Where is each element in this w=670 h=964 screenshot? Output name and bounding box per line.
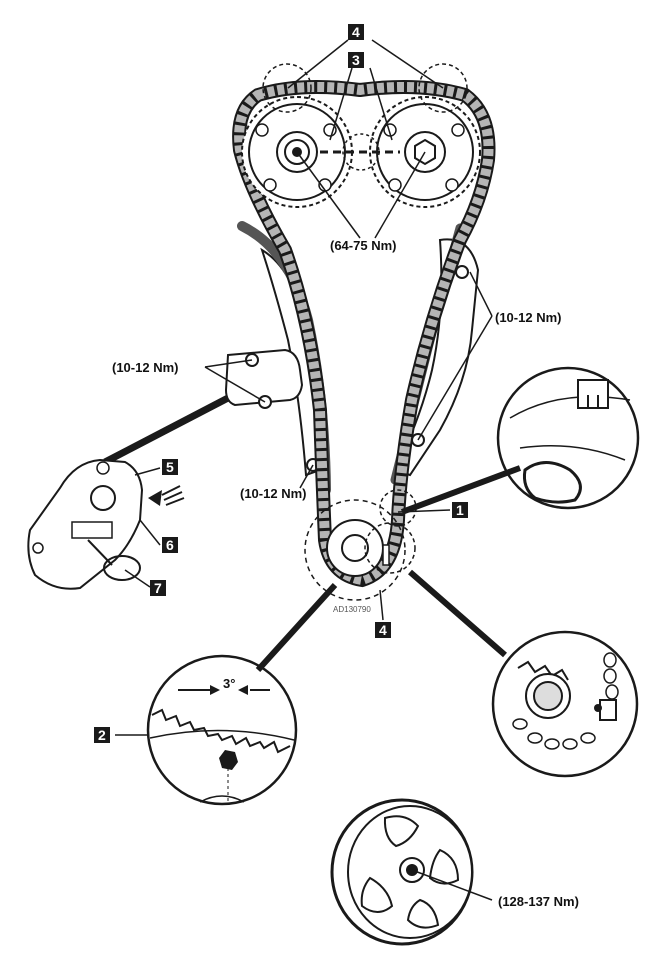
svg-text:2: 2 (98, 727, 106, 743)
svg-text:6: 6 (166, 537, 174, 553)
detail-crank-marking (496, 366, 640, 510)
camshaft-alignment-marks (320, 133, 400, 171)
detail-sprocket-angle (146, 654, 298, 806)
detail-crank-chain (491, 630, 639, 778)
callout-2: 2 (94, 727, 110, 743)
svg-text:1: 1 (456, 502, 464, 518)
torque-label-tensioner: (10-12 Nm) (112, 360, 178, 375)
callout-6: 6 (162, 537, 178, 553)
callout-3: 3 (348, 52, 364, 68)
chain-link-mark-left (262, 63, 312, 113)
torque-label-camshaft: (64-75 Nm) (330, 238, 396, 253)
chain-tensioner-mounted (224, 348, 304, 409)
callout-4-top: 4 (348, 24, 364, 40)
callout-7: 7 (150, 580, 166, 596)
svg-text:7: 7 (154, 580, 162, 596)
detail-leader-bottom-right (408, 569, 507, 658)
detail-leader-top-right (400, 465, 522, 515)
angle-label: 3° (223, 676, 235, 691)
callout-1: 1 (452, 502, 468, 518)
crankshaft-sprocket (304, 499, 416, 601)
direction-arrow-icon (148, 485, 185, 506)
torque-label-right-guide: (10-12 Nm) (495, 310, 561, 325)
torque-label-left-guide: (10-12 Nm) (240, 486, 306, 501)
callout-5: 5 (162, 459, 178, 475)
torque-leader-lines (115, 39, 493, 901)
tensioner-leader-line (103, 394, 230, 466)
svg-text:5: 5 (166, 459, 174, 475)
chain-tensioner-detail (27, 458, 144, 590)
timing-chain (232, 79, 496, 588)
detail-leader-bottom-left (255, 582, 338, 673)
torque-label-pulley: (128-137 Nm) (498, 894, 579, 909)
svg-text:4: 4 (352, 24, 360, 40)
crankshaft-pulley (330, 798, 474, 946)
chain-link-mark-right (418, 63, 468, 113)
svg-text:4: 4 (379, 622, 387, 638)
callout-4-bottom: 4 (375, 622, 391, 638)
svg-text:3: 3 (352, 52, 360, 68)
figure-code: AD130790 (333, 605, 371, 614)
